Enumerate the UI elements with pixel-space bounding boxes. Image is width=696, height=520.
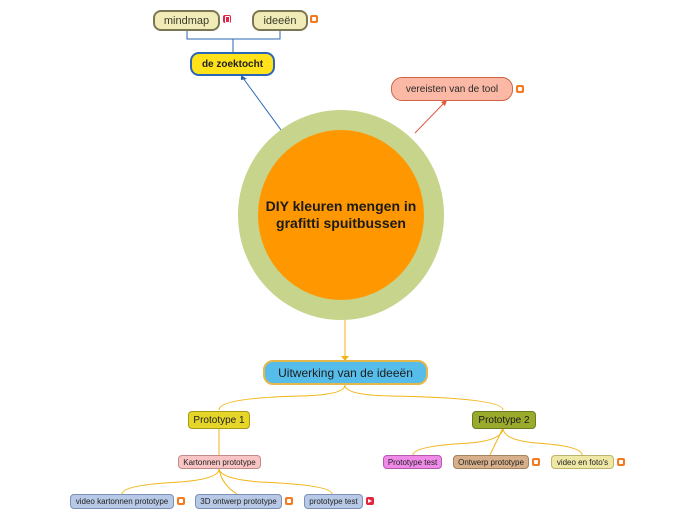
node-3d-ontwerp-prototype[interactable]: 3D ontwerp prototype: [195, 494, 282, 509]
central-topic-fill: DIY kleuren mengen in grafitti spuitbuss…: [258, 130, 424, 300]
link-icon[interactable]: [310, 15, 318, 23]
video-play-icon[interactable]: [366, 497, 374, 505]
link-icon[interactable]: [617, 458, 625, 466]
node-ontwerp-prototype[interactable]: Ontwerp prototype: [453, 455, 529, 469]
connector-ontwerp-prototype: [489, 427, 504, 456]
node-video-en-fotos[interactable]: video en foto's: [551, 455, 614, 469]
arrowhead-zoektocht: [241, 75, 247, 80]
arrowhead-uitwerking: [341, 356, 349, 361]
central-topic-label: DIY kleuren mengen in grafitti spuitbuss…: [265, 198, 417, 231]
node-kartonnen-prototype[interactable]: Kartonnen prototype: [178, 455, 261, 469]
node-uitwerking[interactable]: Uitwerking van de ideeën: [263, 360, 428, 385]
node-prototype-test-2[interactable]: Prototype test: [383, 455, 442, 469]
link-icon[interactable]: [532, 458, 540, 466]
arrowhead-vereisten: [441, 100, 447, 106]
node-zoektocht[interactable]: de zoektocht: [190, 52, 275, 76]
connector-prototype2: [344, 384, 504, 411]
link-icon[interactable]: [285, 497, 293, 505]
node-ideeen[interactable]: ideeën: [252, 10, 308, 31]
connector-center-zoektocht: [242, 77, 282, 131]
node-prototype-1[interactable]: Prototype 1: [188, 411, 250, 429]
connector-video-fotos: [502, 427, 583, 456]
connector-prototype-test-1: [218, 468, 333, 495]
node-prototype-2[interactable]: Prototype 2: [472, 411, 536, 429]
node-video-kartonnen-prototype[interactable]: video kartonnen prototype: [70, 494, 174, 509]
connector-prototype-test-2: [412, 427, 504, 456]
node-mindmap[interactable]: mindmap: [153, 10, 220, 31]
central-topic[interactable]: DIY kleuren mengen in grafitti spuitbuss…: [238, 110, 444, 320]
node-prototype-test-1[interactable]: prototype test: [304, 494, 363, 509]
link-icon[interactable]: [177, 497, 185, 505]
connector-video-kartonnen: [121, 468, 220, 495]
connector-ontwerp3d: [218, 468, 238, 495]
connector-center-vereisten: [414, 101, 446, 134]
connector-ideeen: [233, 30, 281, 40]
link-icon[interactable]: [516, 85, 524, 93]
connector-mindmap: [186, 30, 233, 40]
connector-prototype1: [218, 384, 346, 411]
node-vereisten[interactable]: vereisten van de tool: [391, 77, 513, 101]
pdf-icon[interactable]: [223, 15, 231, 23]
